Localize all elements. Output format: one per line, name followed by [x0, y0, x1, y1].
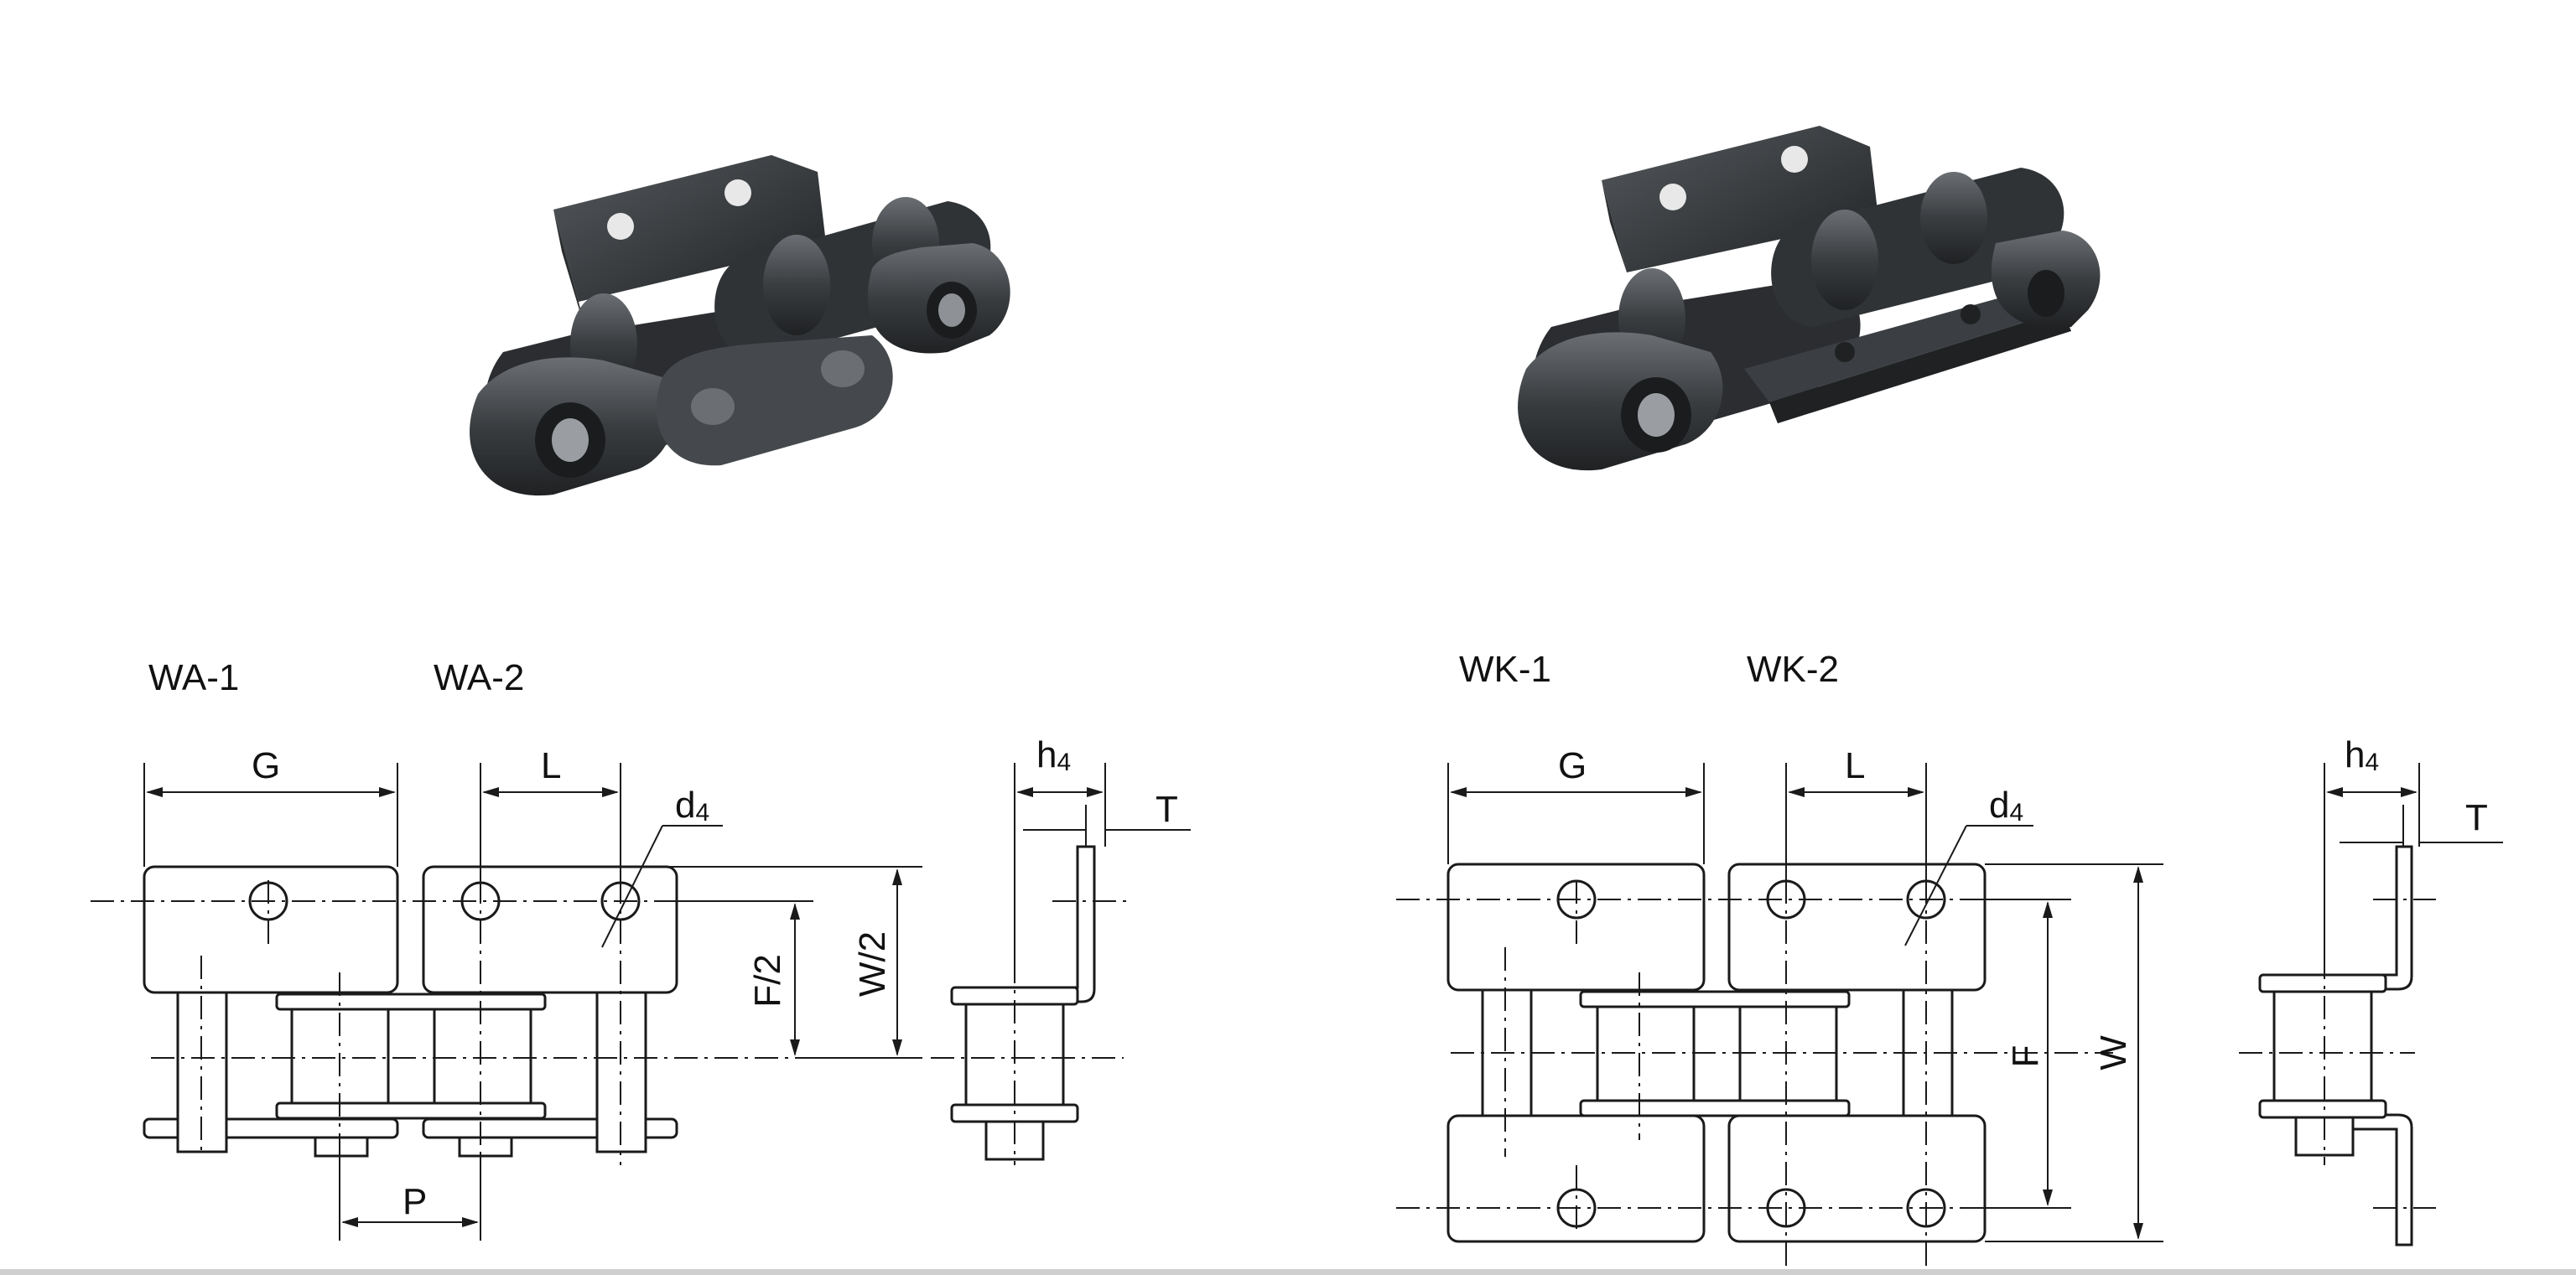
- wk1-label: WK-1: [1459, 649, 1551, 690]
- wa-h4-label: h4: [1036, 734, 1071, 776]
- wk-g-label: G: [1558, 745, 1587, 786]
- wk2-label: WK-2: [1747, 649, 1839, 690]
- wa-w-half-label: W/2: [852, 931, 893, 997]
- wa-d4-label: d4: [675, 785, 709, 827]
- wk-t-label: T: [2465, 797, 2488, 838]
- roller-chain-single-attachment-photo: [470, 155, 1010, 496]
- roller-chain-double-attachment-photo: [1518, 126, 2101, 471]
- wk-l-label: L: [1845, 745, 1865, 786]
- wa-f-half-label: F/2: [747, 954, 788, 1008]
- wa-side-view-drawing: [931, 763, 1191, 1165]
- wk-side-view-drawing: [2239, 763, 2503, 1246]
- wa-g-label: G: [252, 745, 280, 786]
- wa1-attachment-plate: [143, 865, 399, 994]
- wk-w-label: W: [2093, 1035, 2134, 1070]
- wa-t-label: T: [1156, 789, 1178, 830]
- wa1-label: WA-1: [148, 657, 239, 698]
- wa-p-label: P: [402, 1181, 427, 1222]
- wk-f-label: F: [2005, 1045, 2046, 1068]
- wa2-label: WA-2: [434, 657, 524, 698]
- wk-front-view-drawing: [1396, 763, 2163, 1275]
- wa2-attachment-plate: [422, 865, 678, 994]
- wa-front-view-drawing: [91, 763, 922, 1241]
- wa-l-label: L: [541, 745, 561, 786]
- wk-d4-label: d4: [1989, 785, 2023, 827]
- bottom-divider: [0, 1269, 2576, 1275]
- wk-h4-label: h4: [2345, 734, 2379, 776]
